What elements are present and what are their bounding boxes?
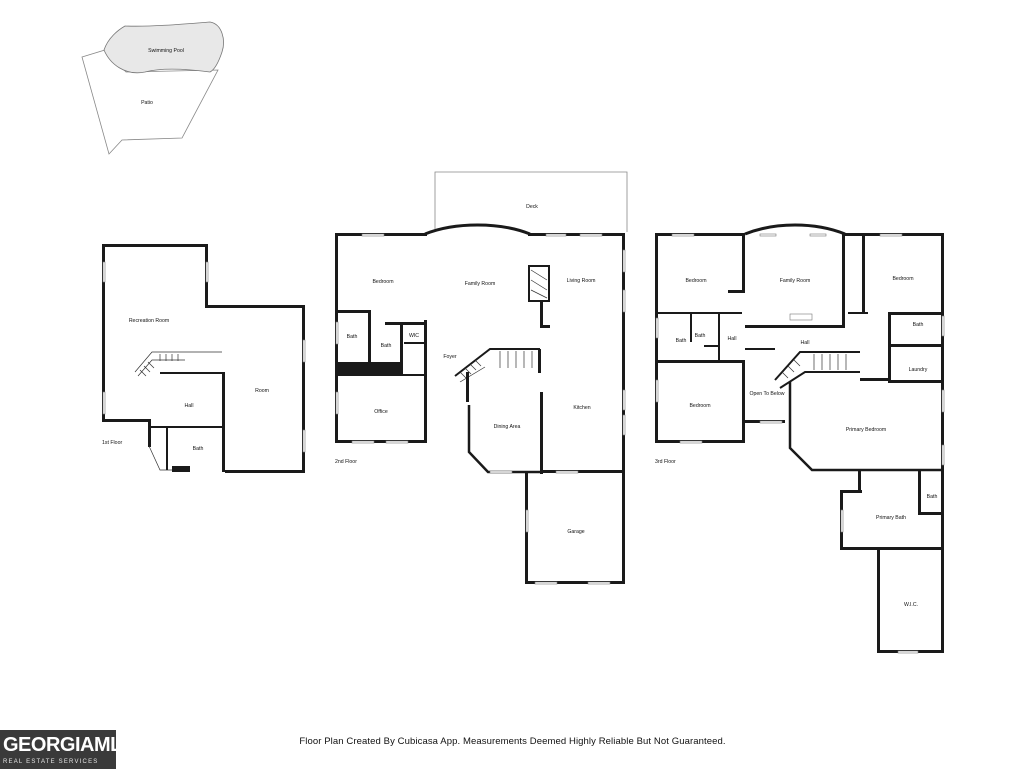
bath-label-floor1: Bath bbox=[193, 446, 204, 452]
hall-1-label-floor3: Hall bbox=[728, 336, 737, 342]
living-room-label: Living Room bbox=[567, 278, 596, 284]
laundry-label: Laundry bbox=[909, 367, 928, 373]
family-room-label-floor3: Family Room bbox=[780, 278, 811, 284]
hall-label-floor1: Hall bbox=[185, 403, 194, 409]
family-room-label-floor2: Family Room bbox=[465, 281, 496, 287]
bath-small-1-label: Bath bbox=[676, 338, 687, 344]
wic-label-floor3: W.I.C. bbox=[904, 602, 918, 608]
floor-3-label: 3rd Floor bbox=[655, 459, 676, 465]
room-label: Room bbox=[255, 388, 269, 394]
dining-area-label: Dining Area bbox=[494, 424, 521, 430]
bath-b-label-floor2: Bath bbox=[381, 343, 392, 349]
foyer-label: Foyer bbox=[443, 354, 457, 360]
kitchen-label: Kitchen bbox=[573, 405, 590, 411]
bath-small-2-label: Bath bbox=[695, 333, 706, 339]
bath-a-label-floor2: Bath bbox=[347, 334, 358, 340]
office-label: Office bbox=[374, 409, 388, 415]
primary-bedroom-label: Primary Bedroom bbox=[846, 427, 886, 433]
bath-top-right-label: Bath bbox=[913, 322, 924, 328]
wic-label-floor2: WIC bbox=[409, 333, 419, 339]
bedroom-lower-label-floor3: Bedroom bbox=[689, 403, 710, 409]
bedroom-right-label-floor3: Bedroom bbox=[892, 276, 913, 282]
bedroom-label-floor2: Bedroom bbox=[372, 279, 393, 285]
bedroom-left-label-floor3: Bedroom bbox=[685, 278, 706, 284]
recreation-room-label: Recreation Room bbox=[129, 318, 169, 324]
primary-bath-label: Primary Bath bbox=[876, 515, 906, 521]
logo-sub-text: REAL ESTATE SERVICES bbox=[3, 759, 99, 765]
deck-outline bbox=[434, 171, 628, 232]
disclaimer-text: Floor Plan Created By Cubicasa App. Meas… bbox=[299, 736, 726, 747]
georgia-mls-logo: GEORGIAMLS REAL ESTATE SERVICES bbox=[0, 730, 135, 769]
logo-main-text: GEORGIAMLS bbox=[3, 734, 135, 756]
floor-2-label: 2nd Floor bbox=[335, 459, 357, 465]
bath-primary-small-label: Bath bbox=[927, 494, 938, 500]
floor-1-plan: Recreation Room Hall Room Bath 1st Floor bbox=[102, 244, 306, 473]
open-to-below-label: Open To Below bbox=[749, 391, 784, 397]
swimming-pool-shape bbox=[103, 21, 224, 74]
garage-label: Garage bbox=[567, 529, 584, 535]
floor-3-plan: Bedroom Family Room Bedroom Bath Bath Ba… bbox=[655, 223, 945, 654]
hall-2-label-floor3: Hall bbox=[801, 340, 810, 346]
floor-1-label: 1st Floor bbox=[102, 440, 122, 446]
swimming-pool-label: Swimming Pool bbox=[148, 48, 184, 54]
exterior-area: Swimming Pool Patio bbox=[81, 21, 224, 155]
deck-label: Deck bbox=[526, 204, 538, 210]
floor-2-plan: Deck bbox=[335, 171, 628, 585]
patio-label: Patio bbox=[141, 100, 153, 106]
